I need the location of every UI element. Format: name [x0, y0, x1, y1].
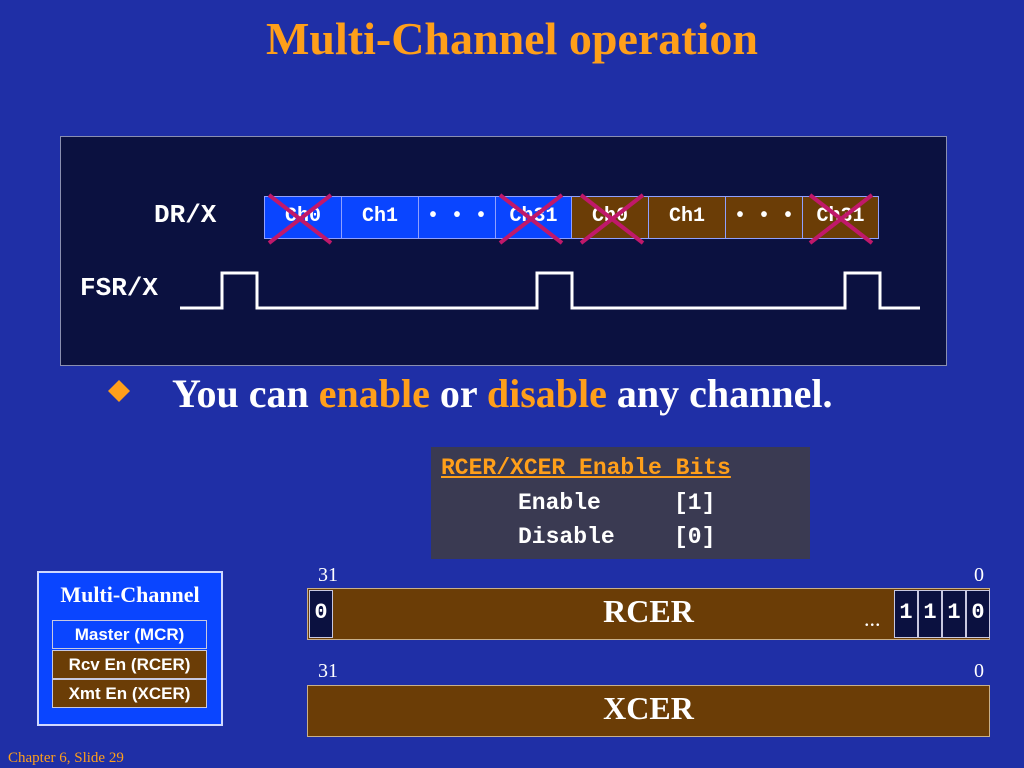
rcer-dots: ...: [864, 606, 881, 631]
fsr-label: FSR/X: [80, 273, 159, 303]
xcer-item: Xmt En (XCER): [52, 679, 207, 708]
dr-label: DR/X: [154, 200, 217, 230]
rcer-register: [307, 588, 990, 640]
slide-footer: Chapter 6, Slide 29: [8, 750, 124, 766]
frame2-ellipsis-cell: • • •: [725, 196, 803, 239]
enable-bits-box: [431, 447, 810, 559]
frame1-ch1-cell: Ch1: [341, 196, 419, 239]
rcer-item: Rcv En (RCER): [52, 650, 207, 679]
disabled-x-icon: [579, 193, 645, 245]
rcer-register-name: RCER: [603, 593, 694, 629]
enable-row-value: [1]: [674, 490, 716, 516]
bullet-text: You can enable or disable any channel.: [172, 370, 833, 417]
rcer-bit-31: 0: [309, 590, 333, 638]
enable-word: enable: [318, 371, 430, 416]
rcer-bit-0: 0: [966, 590, 990, 638]
fsr-waveform: [180, 271, 920, 310]
xcer-register-name: XCER: [603, 690, 694, 726]
disabled-x-icon: [498, 193, 564, 245]
rcer-lsb-label: 0: [974, 564, 984, 586]
enable-bits-heading: RCER/XCER Enable Bits: [441, 455, 731, 481]
disable-row-name: Disable: [518, 524, 615, 550]
rcer-msb-label: 31: [318, 564, 338, 586]
disable-word: disable: [486, 371, 607, 416]
timing-diagram-panel: [60, 136, 947, 366]
xcer-register: [307, 685, 990, 737]
rcer-bit-3: 1: [894, 590, 918, 638]
rcer-bit-1: 1: [942, 590, 966, 638]
multichannel-title: Multi-Channel: [60, 582, 200, 607]
rcer-bit-2: 1: [918, 590, 942, 638]
enable-row-name: Enable: [518, 490, 601, 516]
bullet-text-part: any channel.: [606, 371, 833, 416]
frame1-ellipsis-cell: • • •: [418, 196, 496, 239]
disable-row-value: [0]: [674, 524, 716, 550]
disabled-x-icon: [267, 193, 333, 245]
bullet-text-part: You can: [172, 371, 319, 416]
mcr-item: Master (MCR): [52, 620, 207, 649]
xcer-lsb-label: 0: [974, 660, 984, 682]
frame2-ch1-cell: Ch1: [648, 196, 726, 239]
xcer-msb-label: 31: [318, 660, 338, 682]
disabled-x-icon: [808, 193, 874, 245]
diamond-bullet-icon: [108, 380, 130, 402]
slide-title: Multi-Channel operation: [266, 13, 758, 64]
bullet-text-part: or: [429, 371, 487, 416]
